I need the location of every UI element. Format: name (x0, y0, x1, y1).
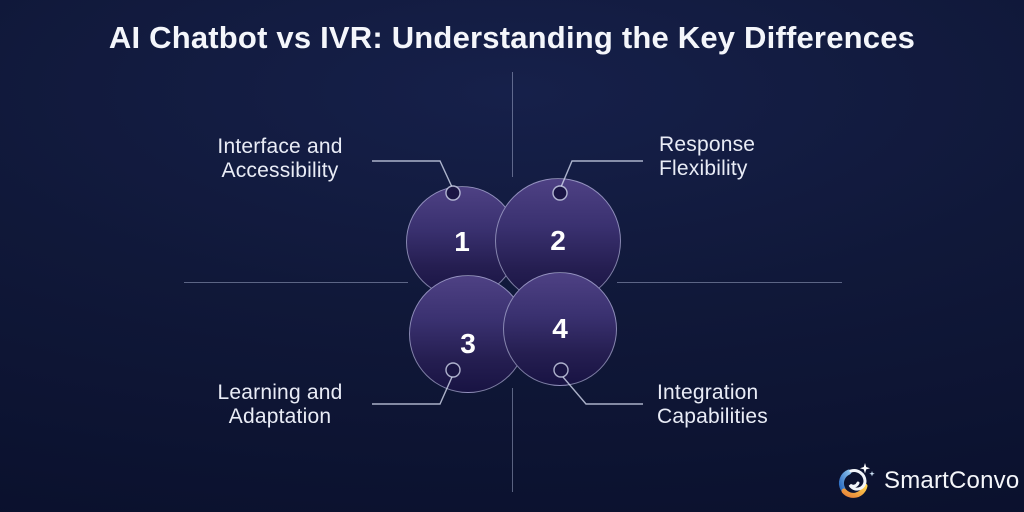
connector-line-1 (372, 160, 453, 188)
smartconvo-logo-icon (839, 463, 875, 498)
axis-line-vertical-bottom (512, 388, 513, 492)
circle-2-number: 2 (550, 225, 566, 256)
label-response-flexibility: Response Flexibility (659, 133, 756, 180)
axis-line-vertical-top (512, 72, 513, 177)
logo-sparkle-small (869, 471, 875, 477)
label-interface-accessibility: Interface and Accessibility (217, 135, 343, 182)
circle-4-number: 4 (552, 313, 568, 344)
label-learning-adaptation: Learning and Adaptation (217, 381, 343, 428)
brand-name: SmartConvo (884, 467, 1020, 494)
page-title: AI Chatbot vs IVR: Understanding the Key… (108, 20, 916, 55)
circle-4-integration-capabilities: 4 (503, 272, 617, 386)
label-integration-capabilities: Integration Capabilities (657, 381, 768, 428)
circle-1-number: 1 (454, 226, 470, 257)
axis-line-horizontal-right (617, 282, 842, 283)
axis-line-horizontal-left (184, 282, 408, 283)
logo-orange-arc (841, 483, 868, 498)
brand-logo: SmartConvo (835, 461, 1019, 501)
logo-white-swirl (848, 469, 867, 491)
circle-3-number: 3 (460, 328, 476, 359)
logo-sparkle-large (860, 463, 870, 474)
logo-blue-arc (839, 469, 852, 492)
